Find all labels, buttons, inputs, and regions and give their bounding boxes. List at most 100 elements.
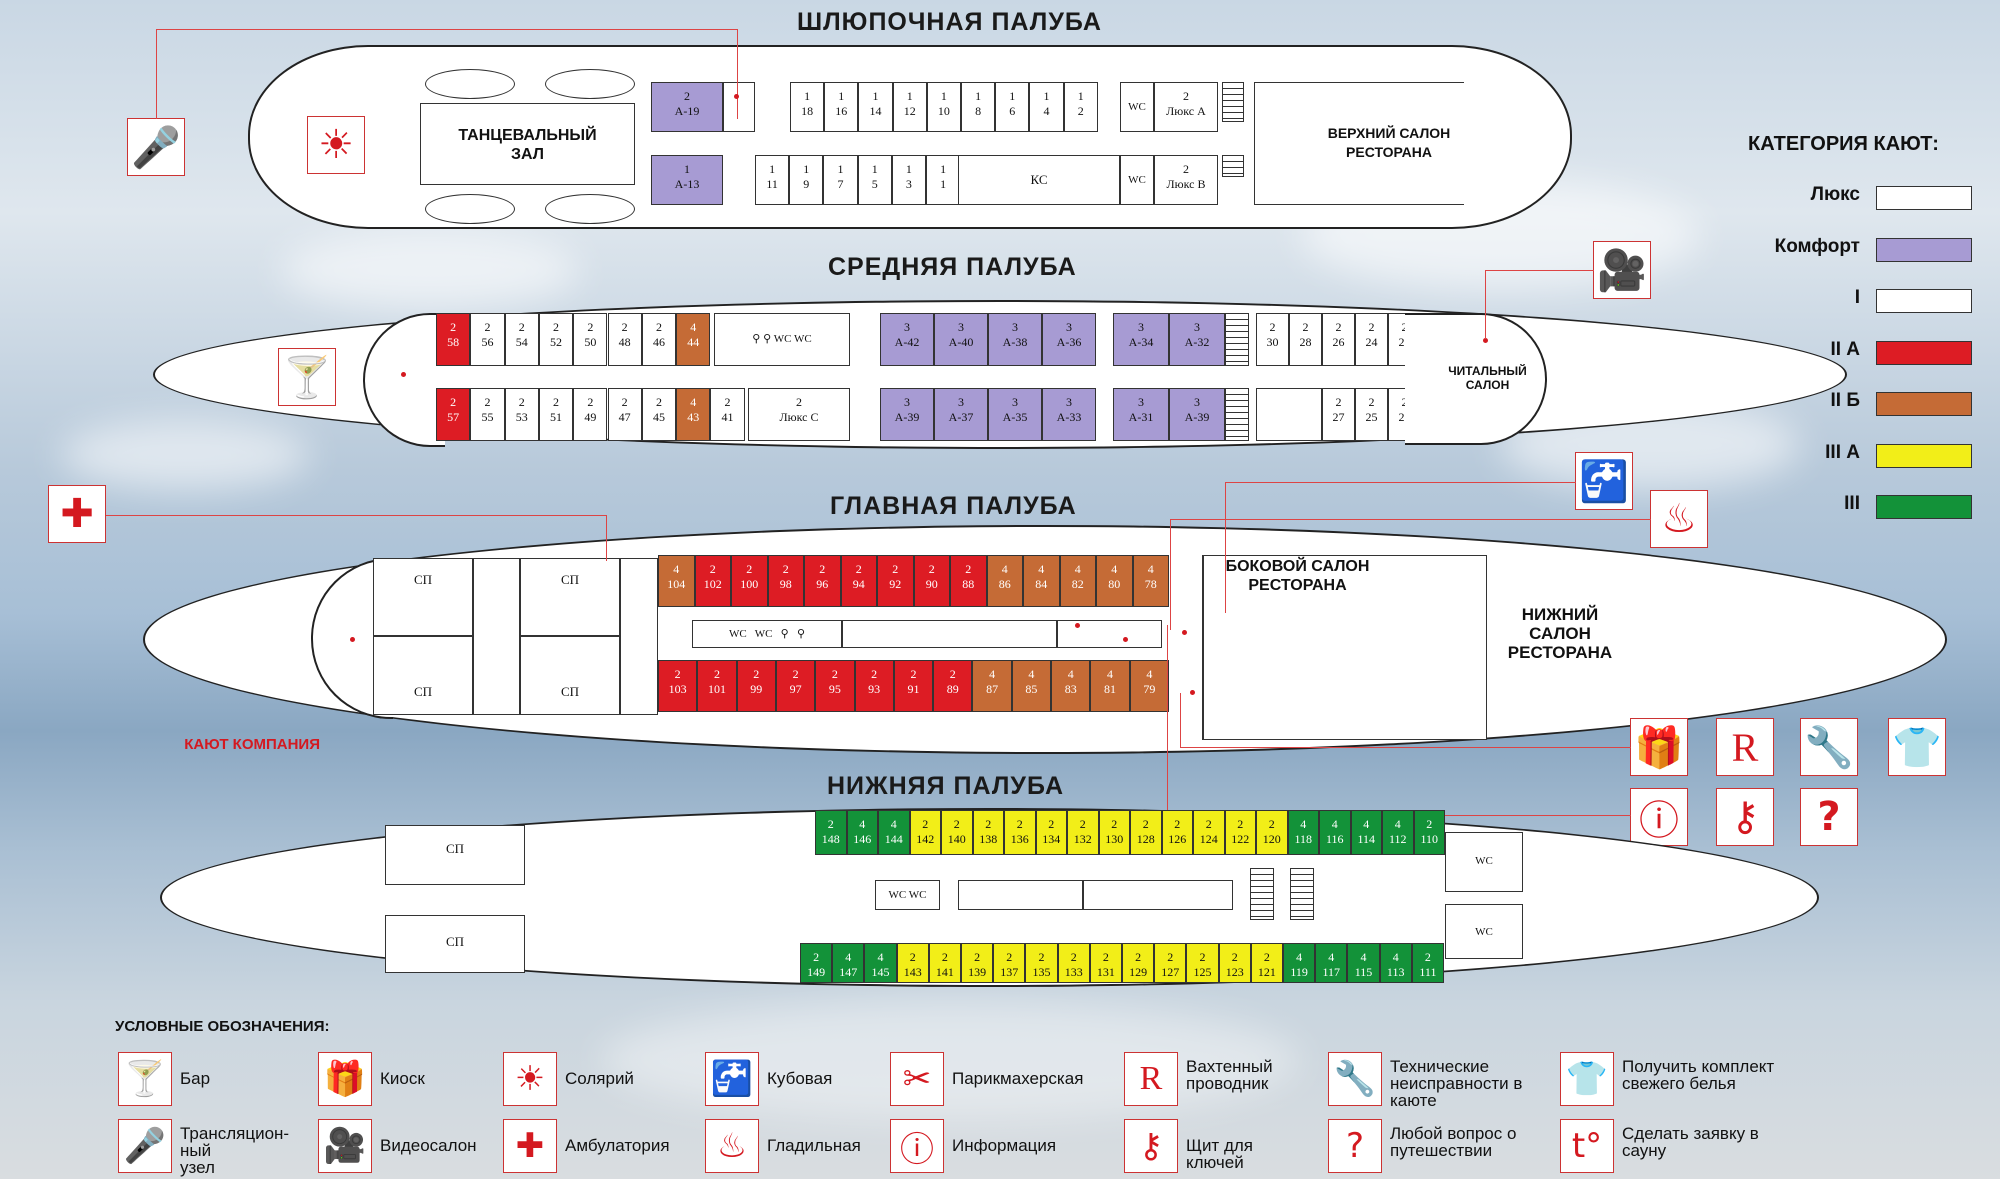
upper-salon[interactable] (1254, 82, 1464, 205)
dance-hall[interactable] (420, 103, 635, 185)
sp-room[interactable]: СП (385, 825, 525, 885)
middle-wc-toilets[interactable]: ⚲ ⚲ WC WC (714, 313, 850, 366)
boat-wc-top[interactable]: WC (1120, 82, 1154, 132)
main-wc-toilets[interactable]: WC WC ⚲ ⚲ (692, 620, 842, 648)
sp-room[interactable]: СП (520, 636, 620, 715)
lower-wc-bottom[interactable]: WC (1445, 904, 1523, 959)
lower-wc-top[interactable]: WC (1445, 832, 1523, 892)
sp-room[interactable]: СП (385, 915, 525, 973)
sp-room[interactable]: СП (520, 558, 620, 636)
reading-salon[interactable] (1405, 313, 1547, 445)
side-restaurant-salon[interactable] (1202, 555, 1487, 740)
